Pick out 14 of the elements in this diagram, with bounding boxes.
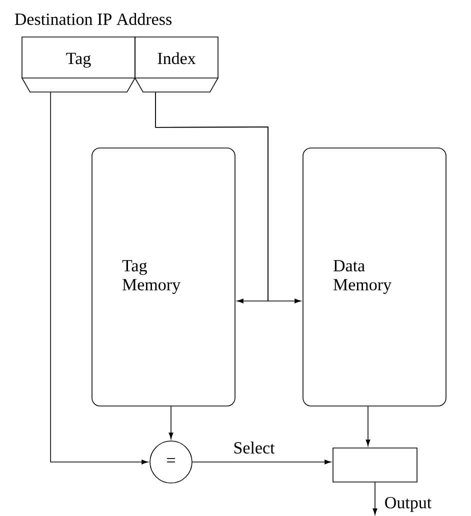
field-box: Index [134,36,218,92]
arrow [366,406,370,446]
arrow [168,406,174,440]
selector-box [332,448,418,482]
edge-label: Select [232,440,276,455]
arrow [155,92,302,304]
field-box: Tag [22,36,136,92]
memory-box: Data Memory [302,148,446,406]
arrow [192,460,332,464]
title: Destination IP Address [14,13,172,25]
memory-box: Tag Memory [92,148,236,406]
edge-label: Output [383,496,433,513]
arrow [372,482,378,515]
arrow [50,92,148,464]
